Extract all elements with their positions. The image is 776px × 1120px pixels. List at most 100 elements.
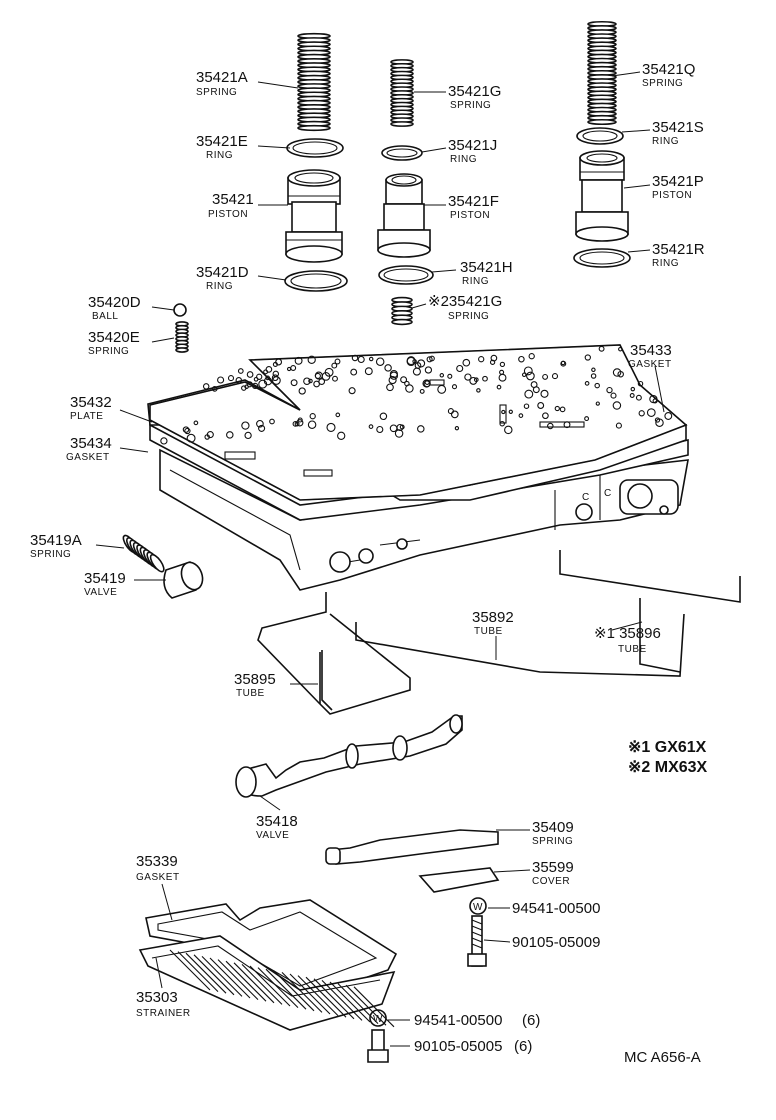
gasket-hole xyxy=(256,373,263,380)
label-35339-number: 35339 xyxy=(136,853,178,870)
gasket-hole xyxy=(184,427,191,435)
ring-35421S xyxy=(576,127,624,145)
ring-35421J xyxy=(381,145,423,161)
c-mark-left: C xyxy=(582,492,590,503)
gasket-hole xyxy=(419,388,425,394)
label-35421F-number: 35421F xyxy=(448,193,499,210)
tube-35896 xyxy=(559,550,741,673)
gasket-hole xyxy=(526,371,535,381)
spring-35421G xyxy=(390,59,414,127)
gasket-hole xyxy=(540,389,549,398)
spring-35421G-mx63x xyxy=(391,296,413,326)
gasket-hole xyxy=(337,431,346,440)
gasket-hole xyxy=(629,393,635,398)
gasket-hole xyxy=(635,394,642,401)
gasket-hole xyxy=(318,378,326,385)
gasket-hole xyxy=(542,412,549,420)
spring-coil xyxy=(390,121,414,127)
gasket-hole xyxy=(450,410,459,419)
label-35421F-name: PISTON xyxy=(450,210,490,221)
gasket-hole xyxy=(464,373,472,381)
gasket-hole xyxy=(612,401,622,410)
label-35418-number: 35418 xyxy=(256,813,298,830)
gasket-hole xyxy=(456,364,464,373)
gasket-hole xyxy=(646,408,656,417)
valve-35419 xyxy=(163,561,204,599)
label-35419A-name: SPRING xyxy=(30,549,71,560)
spring-35419A xyxy=(122,534,165,573)
gasket-hole xyxy=(332,375,338,382)
label-35432-name: PLATE xyxy=(70,411,103,422)
gasket-hole xyxy=(462,358,471,367)
gasket-hole xyxy=(298,387,306,395)
spring-35420E xyxy=(175,321,189,353)
gasket-hole xyxy=(591,367,596,373)
gasket-hole xyxy=(303,377,311,385)
gasket-hole xyxy=(618,346,623,352)
gasket-hole xyxy=(612,368,622,377)
gasket-hole xyxy=(375,357,385,366)
label-35599-name: COVER xyxy=(532,876,570,887)
gasket-hole xyxy=(368,356,374,362)
tube-35892 xyxy=(355,613,685,677)
piston-35421F xyxy=(377,173,431,258)
label-35421R-number: 35421R xyxy=(652,241,705,258)
gasket-hole xyxy=(193,420,199,426)
label-35421D-name: RING xyxy=(206,281,233,292)
gasket-hole xyxy=(307,420,317,429)
label-35421-name: PISTON xyxy=(208,209,248,220)
label-35421A-number: 35421A xyxy=(196,69,248,86)
gasket-hole xyxy=(272,361,278,367)
gasket-hole xyxy=(296,419,304,427)
label-35421G2-number: ※235421G xyxy=(428,293,502,310)
label-35418-name: VALVE xyxy=(256,830,289,841)
label-35421E-number: 35421E xyxy=(196,133,248,150)
gasket-hole xyxy=(241,421,250,430)
gasket-hole xyxy=(406,356,416,366)
gasket-hole xyxy=(263,369,269,375)
label-fastener-3: 94541-00500 xyxy=(414,1012,502,1029)
label-35421R-name: RING xyxy=(652,258,679,269)
gasket-hole xyxy=(424,366,433,374)
gasket-hole xyxy=(584,416,590,422)
gasket-hole xyxy=(309,413,316,420)
gasket-hole xyxy=(246,371,254,378)
gasket-hole xyxy=(489,359,496,365)
label-35892-number: 35892 xyxy=(472,609,514,626)
gasket-hole xyxy=(518,355,525,363)
washer-94541-00500: W xyxy=(469,897,487,915)
gasket-hole xyxy=(351,354,359,362)
gasket-hole xyxy=(654,417,661,423)
label-35421J-number: 35421J xyxy=(448,137,497,154)
gasket-hole xyxy=(227,375,235,382)
label-35339-name: GASKET xyxy=(136,872,180,883)
gasket-hole xyxy=(186,433,196,443)
label-35303-number: 35303 xyxy=(136,989,178,1006)
gasket-hole xyxy=(537,402,545,409)
label-35421S-name: RING xyxy=(652,136,679,147)
gasket-hole xyxy=(237,368,244,374)
gasket-holes xyxy=(160,345,673,445)
gasket-hole xyxy=(504,425,513,435)
label-35895-name: TUBE xyxy=(236,688,265,699)
gasket-hole xyxy=(476,388,481,393)
label-35421H-name: RING xyxy=(462,276,489,287)
label-35303-name: STRAINER xyxy=(136,1008,191,1019)
gasket-hole xyxy=(269,418,275,425)
gasket-hole xyxy=(394,429,404,438)
gasket-hole xyxy=(290,379,298,387)
gasket-hole xyxy=(331,362,338,369)
gasket-hole xyxy=(308,378,313,384)
spring-coil xyxy=(587,118,617,126)
label-35432-number: 35432 xyxy=(70,394,112,411)
gasket-hole xyxy=(638,410,645,417)
gasket-hole xyxy=(202,383,210,390)
gasket-hole xyxy=(334,358,341,365)
gasket-hole xyxy=(204,434,210,440)
gasket-hole xyxy=(271,374,279,382)
spring-35421A xyxy=(297,32,331,132)
label-fastener-3-qty: (6) xyxy=(522,1012,540,1029)
gasket-hole xyxy=(263,377,273,386)
spring-35409 xyxy=(328,829,499,865)
valve-35418 xyxy=(235,714,463,798)
